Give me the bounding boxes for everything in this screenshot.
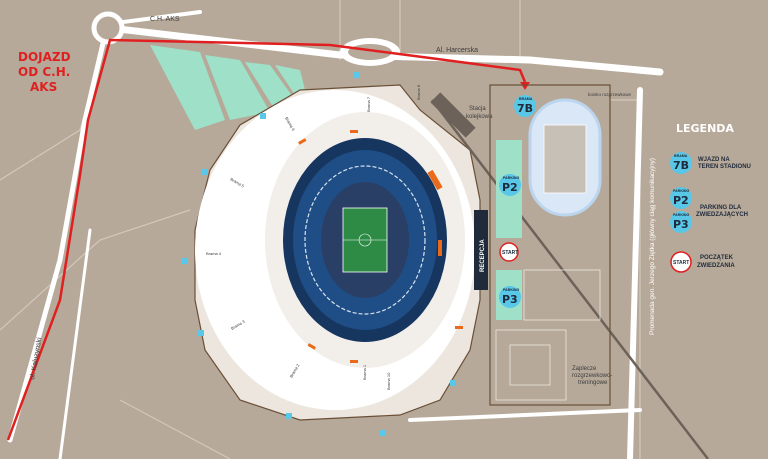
svg-text:P3: P3 [673,218,689,231]
svg-text:ZWIEDZANIA: ZWIEDZANIA [697,263,735,269]
svg-text:WJAZD NA: WJAZD NA [698,157,730,163]
legend: LEGENDA BRAMA 7B WJAZD NA TEREN STADIONU… [670,122,751,273]
parking-signs [182,72,456,436]
legend-title: LEGENDA [676,122,734,135]
parking-lot-north [150,45,305,130]
svg-text:PARKING: PARKING [673,189,690,193]
gate-1: Brama 1 [362,364,367,380]
title-line2: OD C.H. [18,65,70,79]
label-promenada: Promenada gen. Jerzego Ziętka (główny ci… [649,158,656,335]
road-promenada [627,87,643,459]
gate-4: Brama 4 [206,251,222,256]
svg-text:TEREN STADIONU: TEREN STADIONU [698,164,751,170]
svg-text:PARKING DLA: PARKING DLA [700,205,742,211]
cable-railway [431,99,709,459]
badge-p2-map[interactable]: PARKING P2 [499,174,521,196]
title-line3: AKS [30,80,57,94]
route-arrow [520,82,530,90]
badge-p3-map[interactable]: PARKING P3 [499,286,521,308]
legend-item-7b: BRAMA 7B WJAZD NA TEREN STADIONU [670,152,751,174]
zaplecze-line1: Zaplecze [572,366,597,372]
svg-text:P2: P2 [673,194,689,207]
svg-text:PARKING: PARKING [503,176,520,180]
gate-10: Brama 10 [386,372,391,390]
route-from-ch-aks [6,38,527,441]
svg-text:POCZĄTEK: POCZĄTEK [700,255,734,261]
svg-text:7B: 7B [517,102,533,115]
road-east [408,408,642,422]
label-harcerska: Al. Harcerska [436,47,478,54]
svg-text:P3: P3 [502,293,518,306]
svg-text:7B: 7B [673,159,689,172]
label-kolejkowa: kolejkowa [466,114,493,120]
reception-building [474,210,488,290]
badge-7b-map[interactable]: BRAMA 7B [514,95,536,117]
station-building [430,92,476,138]
zaplecze-line3: treningowe [578,380,608,386]
svg-text:ZWIEDZAJĄCYCH: ZWIEDZAJĄCYCH [696,212,748,218]
svg-text:P2: P2 [502,181,518,194]
stand-aisle [304,165,426,315]
zaplecze-line2: rozgrzewkowo- [572,373,612,379]
label-stacja: Stacja [469,106,486,112]
svg-text:PARKING: PARKING [503,288,520,292]
svg-text:START: START [673,260,689,266]
badge-start-map[interactable]: START [499,242,519,262]
orange-markers [298,130,463,363]
roundabout-west [91,11,125,45]
svg-text:PARKING: PARKING [673,213,690,217]
gate-8: Brama 8 [416,84,421,100]
gate-7: Brama 7 [366,96,371,112]
svg-text:BRAMA: BRAMA [674,154,688,158]
legend-item-start: START POCZĄTEK ZWIEDZANIA [670,251,735,273]
legend-item-p2: PARKING P2 PARKING DLA ZWIEDZAJĄCYCH [670,187,748,218]
road-kaluzynski [58,228,92,459]
east-area [489,84,611,406]
svg-text:START: START [502,250,518,256]
athletics-pitch [543,124,587,194]
label-boisko-top: boisko rozgrzewkowe [588,92,632,97]
label-ch-aks: C.H. AKS [150,16,180,23]
training-fields [495,269,601,401]
road-west [7,32,108,443]
svg-text:BRAMA: BRAMA [519,97,533,101]
pitch-circle [358,233,372,247]
legend-item-p3: PARKING P3 [670,211,692,233]
title-line1: DOJAZD [18,50,71,64]
reception-label: RECEPCJA [480,239,486,272]
